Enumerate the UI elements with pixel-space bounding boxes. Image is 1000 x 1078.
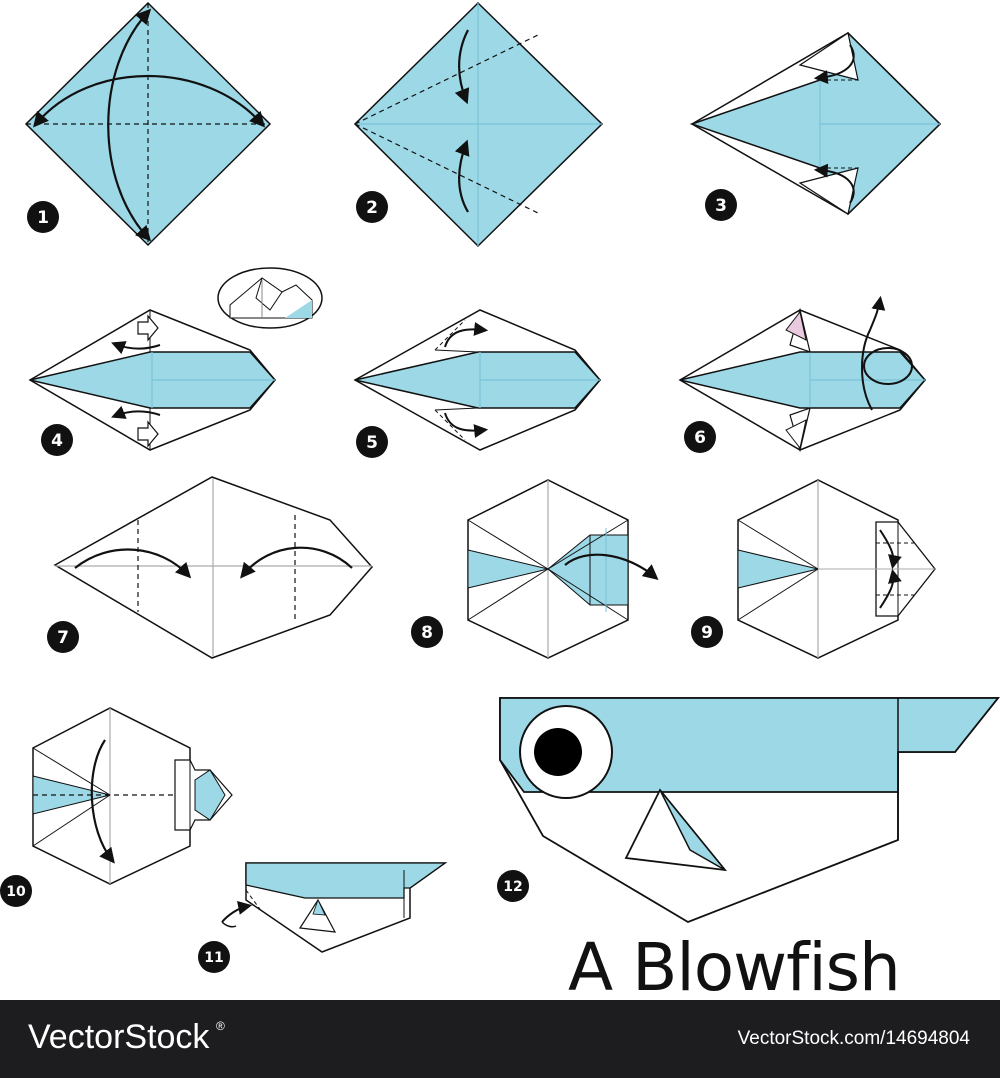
step-10-diagram	[32, 707, 233, 885]
step-12-final-model	[499, 697, 1000, 923]
footer-trademark: ®	[216, 1019, 225, 1033]
svg-text:7: 7	[57, 628, 69, 648]
step-badge-5: 5	[356, 426, 388, 458]
svg-text:4: 4	[51, 431, 63, 451]
step-badge-12: 12	[497, 870, 529, 902]
svg-text:6: 6	[694, 428, 706, 448]
step-badge-4: 4	[41, 424, 73, 456]
origami-diagram: 1 2 3 4 5 6 7 8 9 10 11 12	[0, 1, 1000, 973]
step-5-diagram	[353, 309, 602, 451]
svg-text:8: 8	[421, 623, 433, 643]
diagram-title: A Blowfish	[568, 929, 901, 1006]
step-4-diagram	[28, 267, 323, 451]
svg-text:12: 12	[503, 879, 522, 895]
step-8-diagram	[467, 479, 659, 659]
step-badge-7: 7	[47, 621, 79, 653]
svg-text:9: 9	[701, 623, 713, 643]
step-badge-8: 8	[411, 616, 443, 648]
step-11-diagram	[221, 862, 448, 953]
svg-text:1: 1	[37, 208, 49, 228]
watermark-footer: VectorStock ® VectorStock.com/14694804	[0, 1000, 1000, 1078]
step-badge-11: 11	[198, 941, 230, 973]
step-badge-9: 9	[691, 616, 723, 648]
step-1-diagram	[24, 1, 272, 247]
svg-text:11: 11	[204, 950, 223, 966]
step-badge-1: 1	[27, 201, 59, 233]
svg-text:5: 5	[366, 433, 378, 453]
footer-url: VectorStock.com/14694804	[737, 1028, 970, 1049]
step-badge-6: 6	[684, 421, 716, 453]
step-badge-2: 2	[356, 191, 388, 223]
step-9-diagram	[737, 479, 936, 659]
step-6-diagram	[678, 295, 927, 453]
footer-brand: VectorStock	[28, 1018, 210, 1056]
svg-text:10: 10	[6, 884, 26, 900]
step-badge-10: 10	[0, 875, 32, 907]
svg-text:2: 2	[366, 198, 378, 218]
step-3-diagram	[689, 31, 942, 216]
step-badge-3: 3	[705, 189, 737, 221]
step-7-diagram	[53, 476, 374, 659]
svg-text:3: 3	[715, 196, 727, 216]
step-2-diagram	[353, 1, 604, 248]
